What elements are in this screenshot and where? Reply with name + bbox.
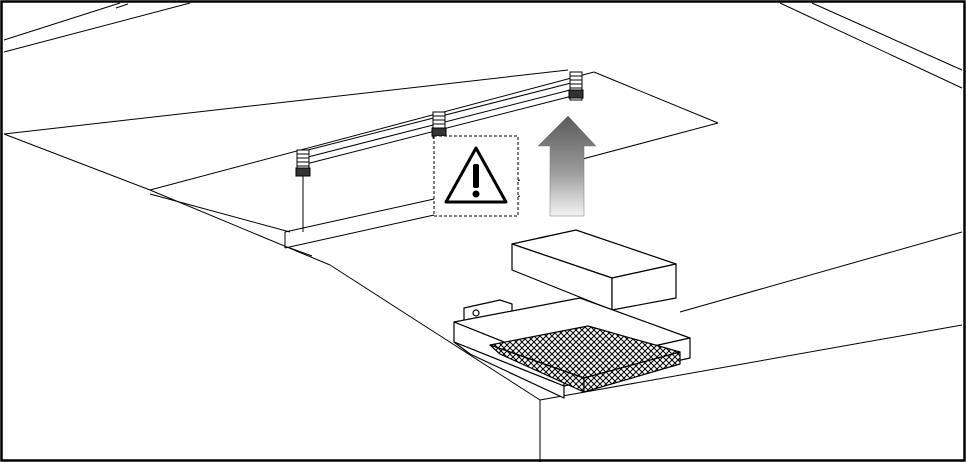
ceiling-lines <box>3 2 963 135</box>
threaded-rods <box>295 71 584 232</box>
warning-triangle-icon <box>433 135 519 217</box>
threaded-rod-middle <box>431 111 447 139</box>
threaded-rod-right <box>568 71 584 101</box>
ceiling-unit <box>453 229 691 399</box>
unit-housing-right <box>611 263 677 311</box>
threaded-rod-left <box>295 149 311 232</box>
arrow-up-icon <box>537 115 597 217</box>
unit-lower-left <box>453 341 565 399</box>
